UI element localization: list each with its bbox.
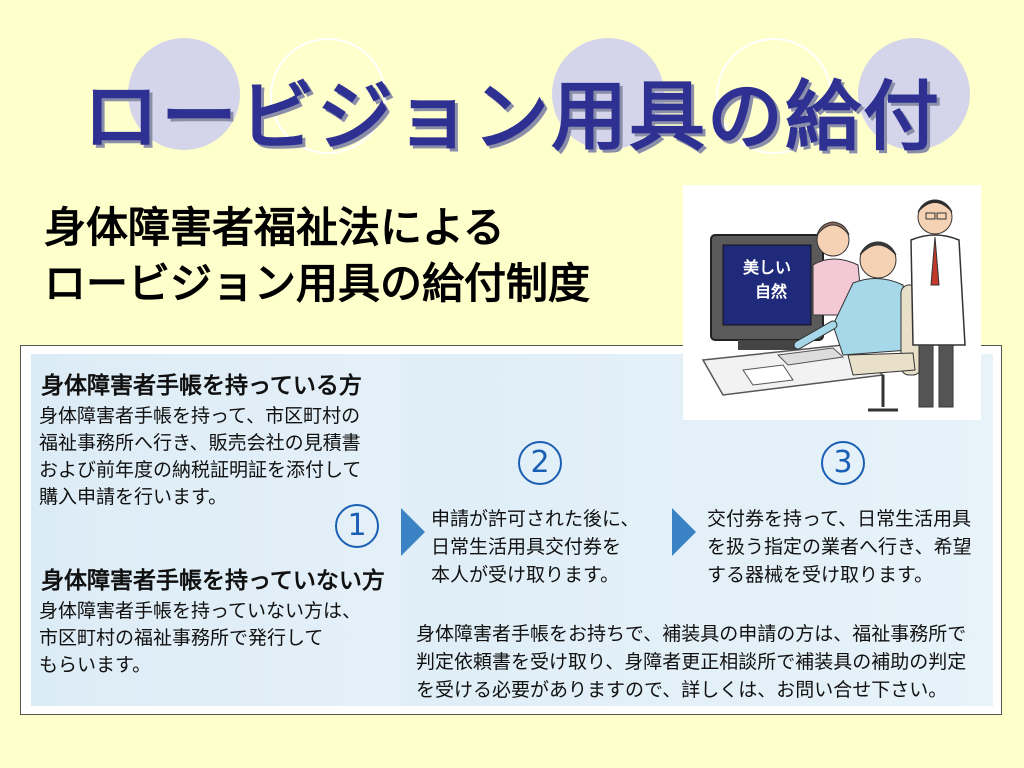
note-line: 判定依頼書を受け取り、身障者更正相談所で補装具の補助の判定 — [416, 651, 967, 673]
computer-users-illustration: 美しい 自然 — [683, 185, 981, 420]
no-book-line: もらいます。 — [39, 654, 152, 676]
step-number-3: 3 — [821, 441, 865, 485]
subtitle: 身体障害者福祉法による ロービジョン用具の給付制度 — [44, 200, 590, 312]
has-book-heading: 身体障害者手帳を持っている方 — [41, 373, 362, 399]
arrow-right-icon — [672, 508, 696, 556]
step-number-2: 2 — [518, 441, 562, 485]
page-title: ロービジョン用具の給付 — [83, 72, 941, 161]
no-book-line: 市区町村の福祉事務所で発行して — [39, 627, 324, 649]
has-book-line: 購入申請を行います。 — [39, 486, 228, 508]
step-2-line: 本人が受け取ります。 — [431, 564, 620, 586]
step-number-1: 1 — [335, 504, 379, 548]
decor-circle-2 — [270, 38, 386, 154]
subtitle-line-1: 身体障害者福祉法による — [44, 203, 505, 252]
note-line: 身体障害者手帳をお持ちで、補装具の申請の方は、福祉事務所で — [416, 623, 967, 645]
subtitle-line-2: ロービジョン用具の給付制度 — [44, 259, 591, 308]
no-book-line: 身体障害者手帳を持っていない方は、 — [39, 600, 362, 622]
step-2-line: 日常生活用具交付券を — [431, 536, 622, 558]
has-book-line: 福祉事務所へ行き、販売会社の見積書 — [39, 432, 361, 454]
arrow-right-icon — [401, 508, 425, 556]
illustration-svg: 美しい 自然 — [683, 185, 981, 420]
no-book-heading: 身体障害者手帳を持っていない方 — [41, 568, 385, 594]
has-book-line: および前年度の納税証明証を添付して — [39, 459, 362, 481]
decor-circle-4 — [716, 38, 832, 154]
step-3-line: 交付券を持って、日常生活用具 — [707, 508, 972, 530]
screen-text-2: 自然 — [755, 282, 787, 301]
screen-text-1: 美しい — [743, 258, 791, 277]
decor-circle-5 — [858, 38, 970, 150]
has-book-line: 身体障害者手帳を持って、市区町村の — [39, 405, 361, 427]
step-3-line: する器械を受け取ります。 — [707, 564, 934, 586]
decor-circle-3 — [552, 38, 664, 150]
note-line: を受ける必要がありますので、詳しくは、お問い合せ下さい。 — [416, 679, 948, 701]
step-3-line: を扱う指定の業者へ行き、希望 — [707, 536, 972, 558]
decor-circle-1 — [128, 38, 240, 150]
step-2-line: 申請が許可された後に、 — [431, 508, 640, 530]
